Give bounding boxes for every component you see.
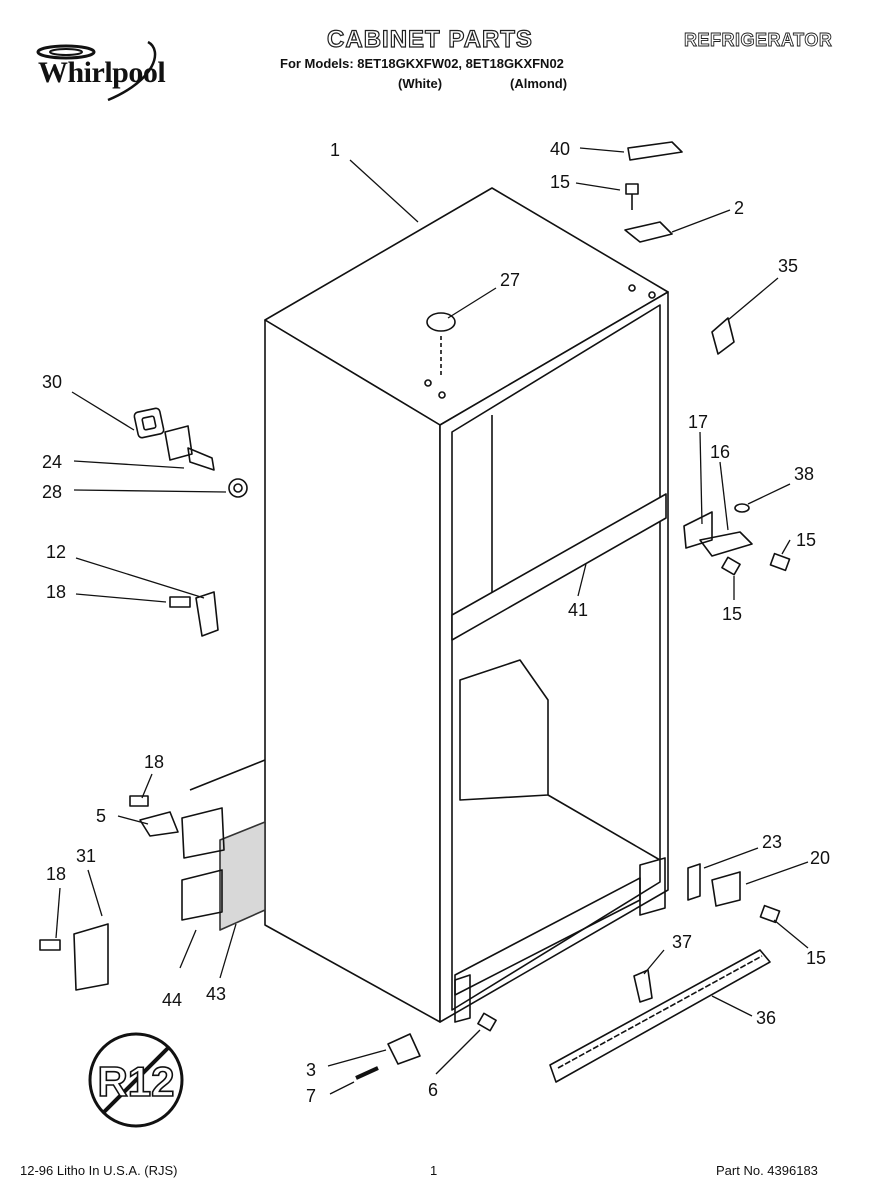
top-hinge-part — [624, 221, 673, 243]
screw-part — [625, 183, 639, 195]
page-number: 1 — [430, 1163, 438, 1178]
leveling-leg-part — [387, 1033, 421, 1065]
callout-38: 38 — [794, 464, 814, 484]
grille-part — [549, 949, 771, 1083]
callout-2: 2 — [734, 198, 744, 218]
models-line: For Models: 8ET18GKXFW02, 8ET18GKXFN02 — [280, 56, 564, 71]
insulation-pad — [219, 821, 266, 931]
callout-15: 15 — [722, 604, 742, 624]
hinge-part — [711, 871, 741, 907]
callout-16: 16 — [710, 442, 730, 462]
callout-35: 35 — [778, 256, 798, 276]
callout-43: 43 — [206, 984, 226, 1004]
callout-23: 23 — [762, 832, 782, 852]
variant-white: (White) — [398, 76, 443, 91]
variant-almond: (Almond) — [510, 76, 568, 91]
callout-6: 6 — [428, 1080, 438, 1100]
bracket-part — [687, 863, 701, 901]
callout-27: 27 — [500, 270, 520, 290]
litho-note: 12-96 Litho In U.S.A. (RJS) — [20, 1163, 178, 1178]
callout-40: 40 — [550, 139, 570, 159]
clip-part — [633, 969, 653, 1003]
callout-28: 28 — [42, 482, 62, 502]
washer-part — [228, 478, 248, 498]
callout-24: 24 — [42, 452, 62, 472]
callout-15: 15 — [806, 948, 826, 968]
callout-12: 12 — [46, 542, 66, 562]
r12-badge-text: R12 — [97, 1058, 174, 1105]
center-hinge-part — [683, 511, 713, 549]
leader-lines — [55, 147, 809, 1095]
callout-37: 37 — [672, 932, 692, 952]
product-label: REFRIGERATOR — [684, 30, 833, 51]
page-title: CABINET PARTS — [326, 25, 533, 53]
callout-36: 36 — [756, 1008, 776, 1028]
swirl-icon — [36, 40, 157, 102]
callout-30: 30 — [42, 372, 62, 392]
cabinet-body — [264, 187, 669, 1023]
bracket-part — [195, 591, 219, 637]
hinge-part — [139, 811, 179, 837]
bushing-part — [133, 407, 165, 439]
screw-part — [129, 795, 149, 807]
callout-5: 5 — [96, 806, 106, 826]
callout-18: 18 — [46, 864, 66, 884]
screw-part — [759, 904, 781, 924]
callout-31: 31 — [76, 846, 96, 866]
hinge-pin-part — [164, 425, 193, 461]
screw-part — [39, 939, 61, 951]
brand-wordmark: Whirlpool — [38, 56, 166, 89]
part-number: Part No. 4396183 — [716, 1163, 818, 1178]
top-cap-part — [627, 141, 683, 161]
callout-44: 44 — [162, 990, 182, 1010]
screw-part — [769, 552, 791, 572]
callout-17: 17 — [688, 412, 708, 432]
callout-18: 18 — [144, 752, 164, 772]
callout-15: 15 — [550, 172, 570, 192]
callout-18: 18 — [46, 582, 66, 602]
hinge-plate-part — [181, 807, 225, 859]
r12-badge — [88, 1032, 184, 1128]
washer-part — [734, 503, 750, 513]
cover-part — [73, 923, 109, 991]
callout-20: 20 — [810, 848, 830, 868]
callout-1: 1 — [330, 140, 340, 160]
trim-part — [711, 317, 735, 355]
callout-41: 41 — [568, 600, 588, 620]
callout-3: 3 — [306, 1060, 316, 1080]
whirlpool-logo: Whirlpool — [28, 40, 188, 110]
screw-part — [721, 556, 741, 576]
callout-15: 15 — [796, 530, 816, 550]
screw-part — [169, 596, 191, 608]
screw-part — [477, 1012, 497, 1032]
callout-7: 7 — [306, 1086, 316, 1106]
